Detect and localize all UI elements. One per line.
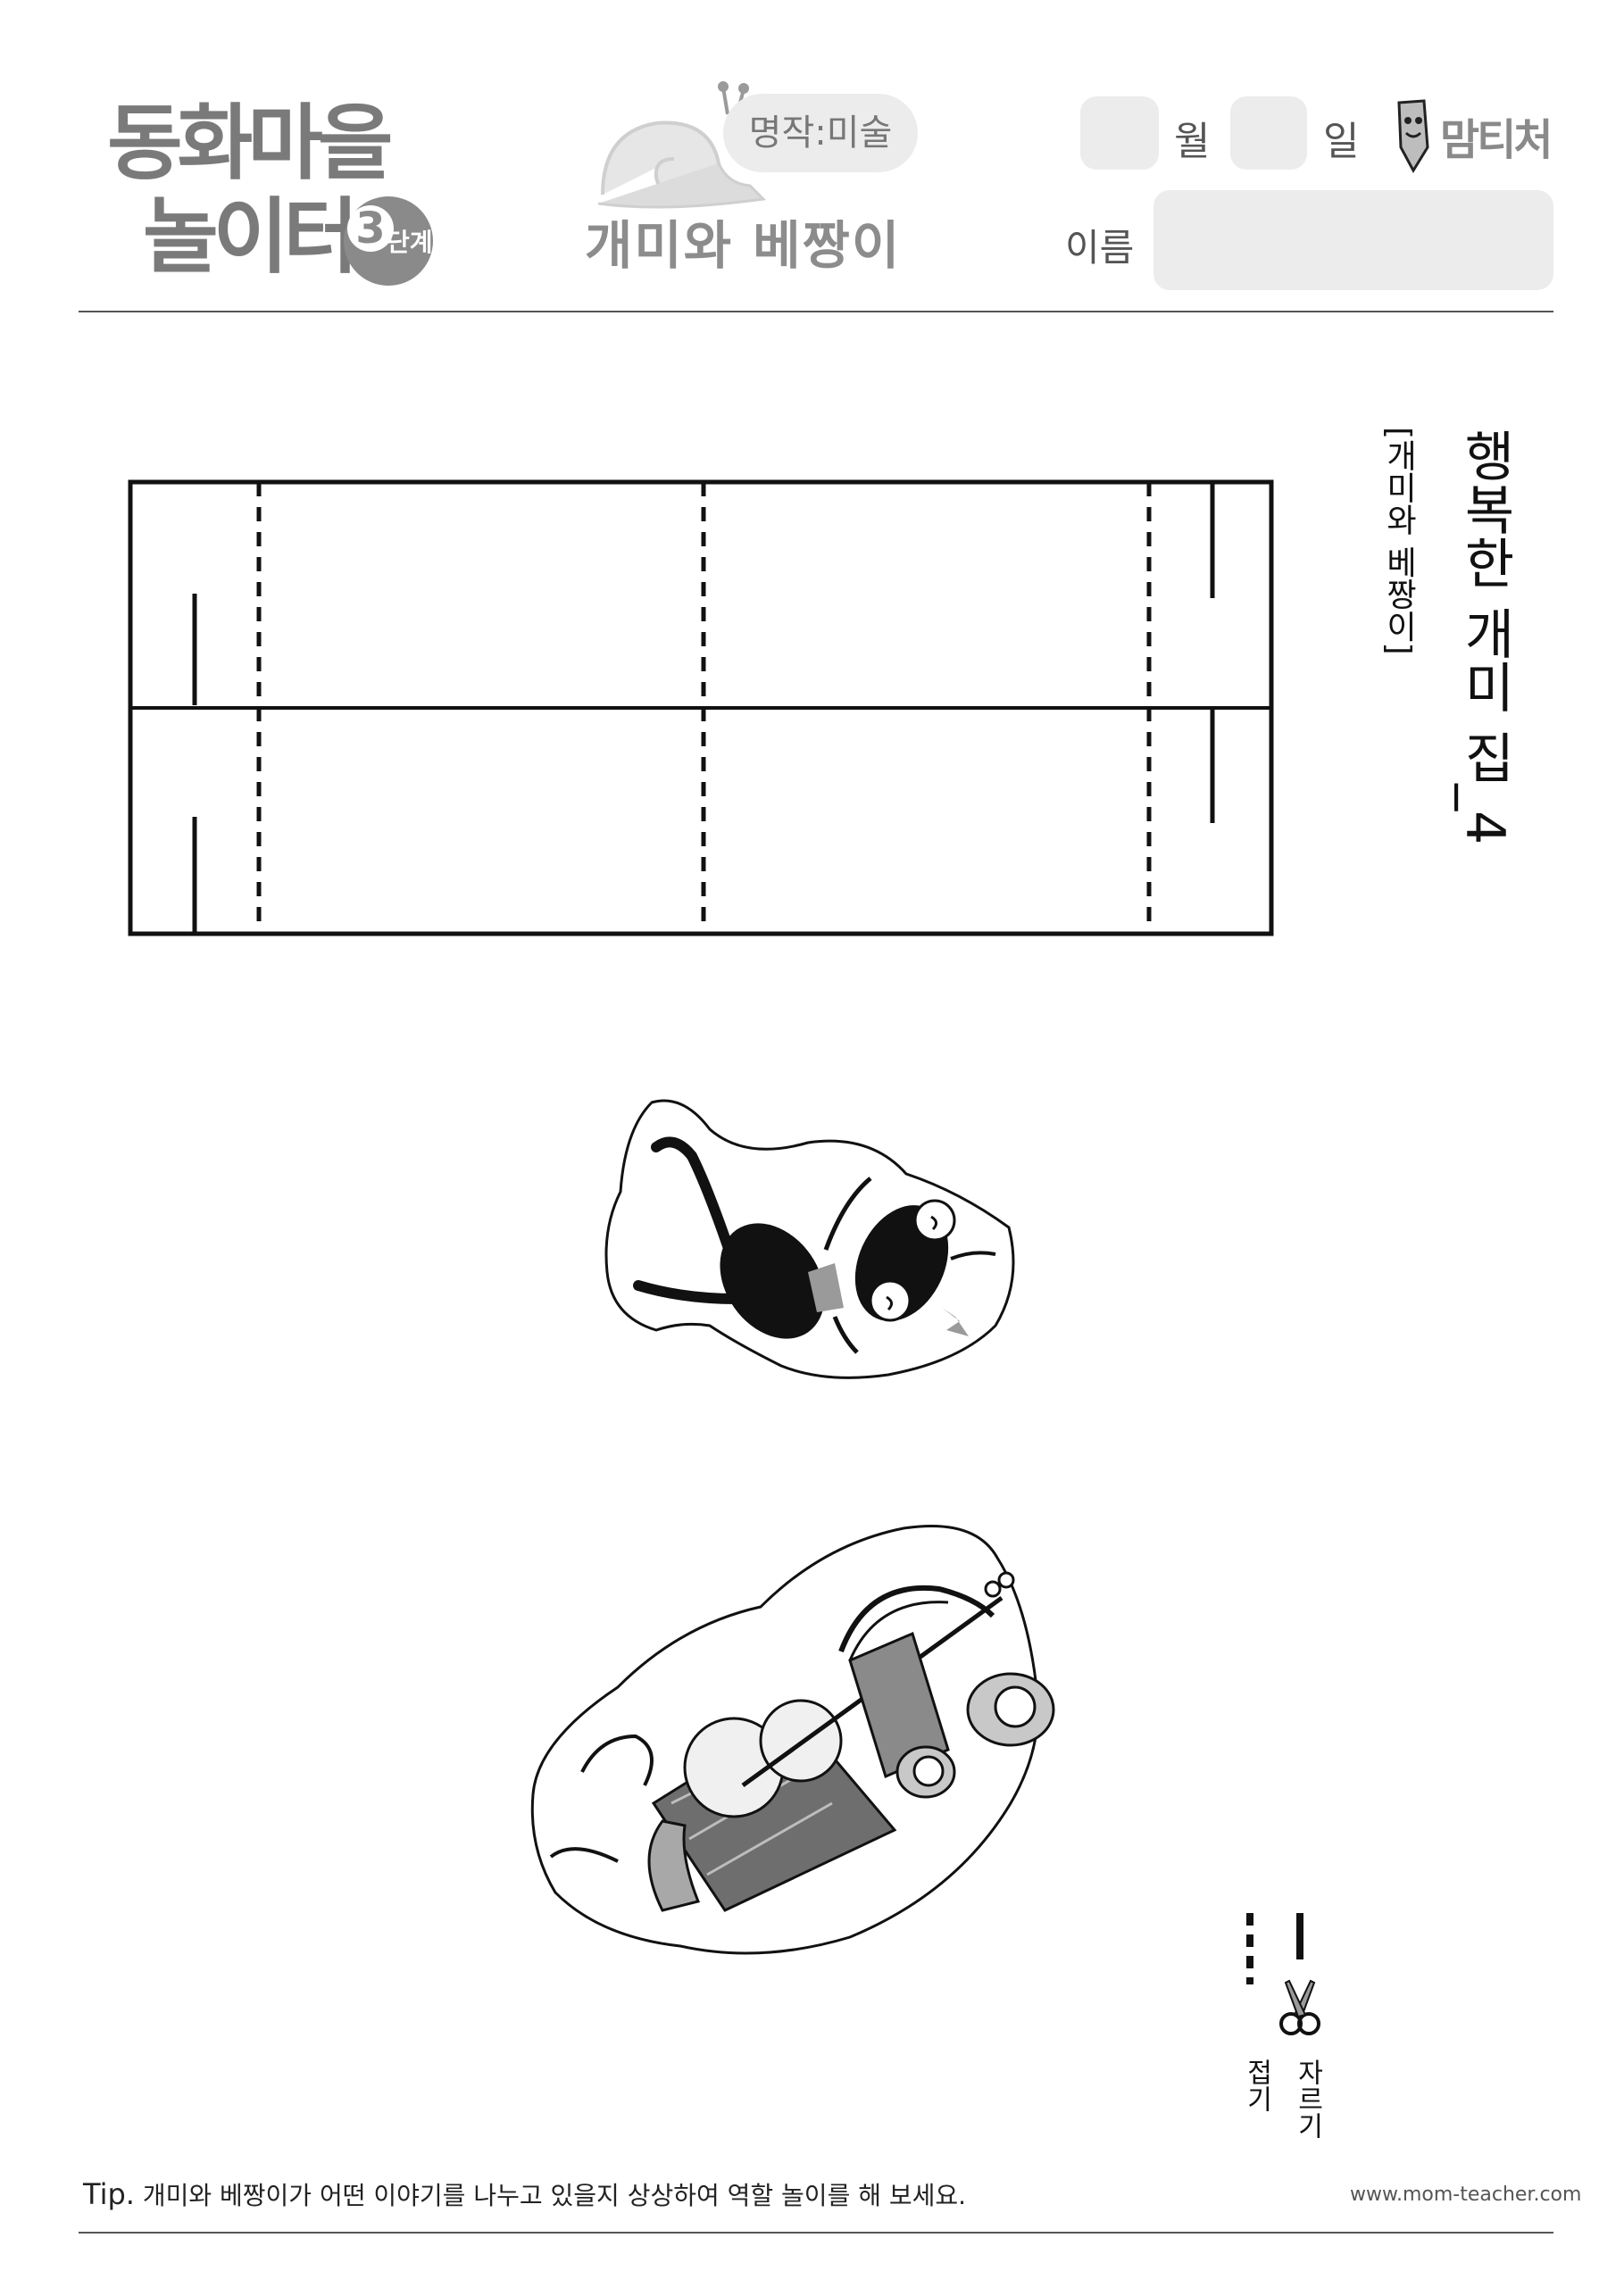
brand-text: 맘티처 [1440, 115, 1553, 165]
header-divider [79, 311, 1553, 312]
brand-logo: 맘티처 [1388, 94, 1558, 174]
day-field[interactable] [1230, 96, 1307, 170]
month-label: 월 [1174, 119, 1211, 164]
worksheet-title: 개미와 베짱이 [585, 215, 902, 276]
level-number: 3 [347, 205, 394, 252]
month-field[interactable] [1080, 96, 1159, 170]
cut-line-sample [1296, 1913, 1303, 1959]
footer-divider [79, 2232, 1553, 2234]
name-field[interactable] [1153, 190, 1553, 290]
page-title: 행복한 개미 집_4 [1453, 428, 1516, 845]
cut-label: 자르기 [1292, 2059, 1323, 2139]
fold-line-sample [1246, 1913, 1253, 1984]
fold-template [128, 479, 1274, 936]
pencil-mascot-icon [1397, 99, 1429, 174]
grasshopper-sticker [530, 1525, 1055, 1955]
logo-line-1: 동화마을 [107, 96, 394, 191]
series-logo: 동화마을 놀이터 3 단계 [98, 94, 455, 308]
subject-pill: 명작:미술 [723, 94, 918, 172]
scissors-icon [1279, 1979, 1320, 2035]
ant-sticker [604, 1099, 1015, 1379]
website-link[interactable]: www.mom-teacher.com [1350, 2184, 1582, 2206]
tip-label: Tip. [83, 2177, 135, 2211]
day-label: 일 [1323, 119, 1360, 164]
fold-label: 접기 [1241, 2059, 1272, 2112]
tip-text: 개미와 베짱이가 어떤 이야기를 나누고 있을지 상상하여 역할 놀이를 해 보… [142, 2181, 967, 2210]
level-text: 단계 [387, 228, 433, 257]
name-label: 이름 [1065, 226, 1135, 270]
level-badge: 3 단계 [344, 196, 433, 286]
logo-line-2: 놀이터 [143, 189, 359, 285]
page-subtitle: [개미와 베짱이] [1380, 427, 1417, 655]
tip: Tip. 개미와 베짱이가 어떤 이야기를 나누고 있을지 상상하여 역할 놀이… [83, 2176, 966, 2212]
snail-icon [597, 81, 767, 209]
